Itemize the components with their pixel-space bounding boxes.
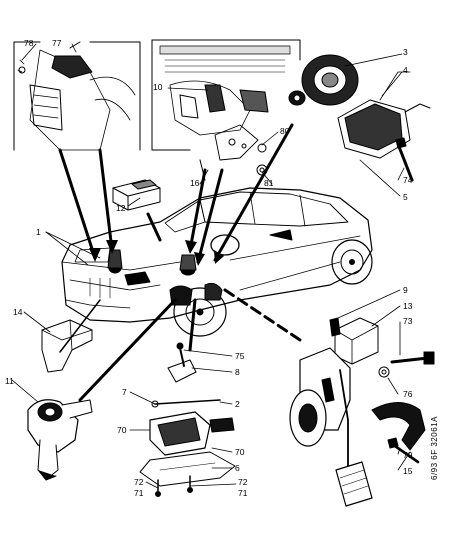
rear-wheel (331, 239, 373, 285)
nut-76 (378, 366, 390, 378)
callout-9: 9 (403, 285, 408, 295)
callout-70-left: 70 (117, 425, 127, 435)
callout-4: 4 (403, 65, 408, 75)
callout-15: 15 (403, 466, 413, 476)
pedal-assembly (289, 347, 373, 507)
bracket-13 (334, 317, 379, 365)
bolt-74 (395, 137, 414, 182)
callout-75: 75 (235, 351, 245, 361)
callout-13: 13 (403, 301, 413, 311)
callout-16: 16 (190, 178, 200, 188)
inset-panel-center (151, 39, 301, 181)
module-6-assembly (139, 411, 236, 497)
callout-5: 5 (403, 192, 408, 202)
arrowheads (89, 240, 224, 266)
speed-sensor-unit (337, 71, 431, 159)
callout-11: 11 (5, 376, 14, 386)
leader-lines (11, 43, 411, 489)
front-wheel (173, 287, 227, 337)
callout-76: 76 (403, 389, 413, 399)
callout-79: 79 (403, 450, 413, 460)
switch-9 (329, 317, 341, 337)
callout-7: 7 (122, 387, 127, 397)
callout-8: 8 (235, 367, 240, 377)
bolt-73 (390, 351, 435, 365)
callout-74: 74 (403, 175, 413, 185)
callout-70-right: 70 (235, 447, 245, 457)
callout-6: 6 (235, 463, 240, 473)
callout-71-left: 71 (134, 488, 144, 498)
pulse-disc (288, 54, 359, 106)
rod-7 (151, 399, 221, 408)
sensor-11 (27, 399, 93, 481)
inset-panel-left (13, 41, 141, 151)
spring-15 (371, 402, 426, 451)
callout-80: 80 (280, 126, 290, 136)
engine-bay-components (107, 229, 293, 306)
callout-12: 12 (116, 203, 126, 213)
callout-1: 1 (36, 227, 41, 237)
callout-78: 78 (24, 38, 34, 48)
callout-72-right: 72 (238, 477, 248, 487)
callout-3: 3 (403, 47, 408, 57)
callout-81: 81 (264, 178, 274, 188)
clip-8 (167, 342, 197, 383)
bracket-14 (41, 319, 93, 373)
callout-77: 77 (52, 38, 62, 48)
callout-73: 73 (403, 316, 413, 326)
callout-2: 2 (235, 399, 240, 409)
callout-14: 14 (13, 307, 23, 317)
reference-code: 6/93 6F 32061A (430, 416, 439, 480)
bolt-79 (387, 437, 420, 464)
pointer-arrows (58, 123, 302, 402)
callout-71-right: 71 (238, 488, 248, 498)
callout-10: 10 (153, 82, 163, 92)
ecu-module (112, 179, 161, 211)
callout-72-left: 72 (134, 477, 144, 487)
